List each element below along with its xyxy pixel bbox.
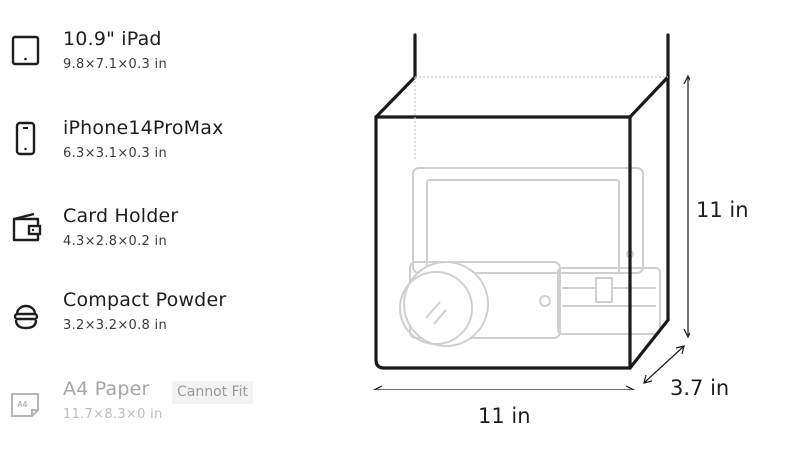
width-label: 11 in: [478, 404, 531, 428]
ipad-outline: [412, 167, 644, 274]
cannot-fit-badge: Cannot Fit: [172, 381, 254, 404]
item-a4-paper[interactable]: A4 A4 Paper Cannot Fit 11.7×8.3×0 in: [0, 378, 320, 438]
depth-arrow: [643, 345, 685, 384]
item-iphone[interactable]: iPhone14ProMax 6.3×3.1×0.3 in: [0, 117, 320, 177]
depth-label: 3.7 in: [670, 376, 730, 400]
item-dimensions: 6.3×3.1×0.3 in: [63, 146, 167, 161]
a4-icon-text: A4: [17, 400, 28, 409]
compact-outline: [399, 261, 489, 347]
item-dimensions: 4.3×2.8×0.2 in: [63, 234, 167, 249]
height-label: 11 in: [696, 198, 749, 222]
card-holder-outline: [557, 267, 661, 335]
width-arrow: [372, 385, 636, 390]
item-name: A4 Paper: [63, 378, 150, 400]
item-card-holder[interactable]: Card Holder 4.3×2.8×0.2 in: [0, 205, 320, 265]
phone-icon: [15, 121, 36, 156]
bag-diagram: [372, 33, 690, 390]
bag-outline: [374, 33, 670, 370]
item-name: 10.9" iPad: [63, 28, 162, 50]
tablet-icon: [11, 35, 40, 66]
wallet-icon: [12, 212, 42, 242]
bag-contents: [399, 167, 661, 347]
item-name: Card Holder: [63, 205, 179, 227]
item-compact-powder[interactable]: Compact Powder 3.2×3.2×0.8 in: [0, 289, 320, 349]
item-name: Compact Powder: [63, 289, 227, 311]
item-dimensions: 11.7×8.3×0 in: [63, 407, 163, 422]
item-dimensions: 3.2×3.2×0.8 in: [63, 318, 167, 333]
height-arrow: [683, 74, 690, 339]
compact-icon: [13, 304, 39, 330]
a4-paper-icon: A4: [11, 393, 39, 417]
item-dimensions: 9.8×7.1×0.3 in: [63, 57, 167, 72]
item-name: iPhone14ProMax: [63, 117, 224, 139]
bag-hidden-edges: [414, 76, 668, 160]
item-ipad[interactable]: 10.9" iPad 9.8×7.1×0.3 in: [0, 28, 320, 88]
